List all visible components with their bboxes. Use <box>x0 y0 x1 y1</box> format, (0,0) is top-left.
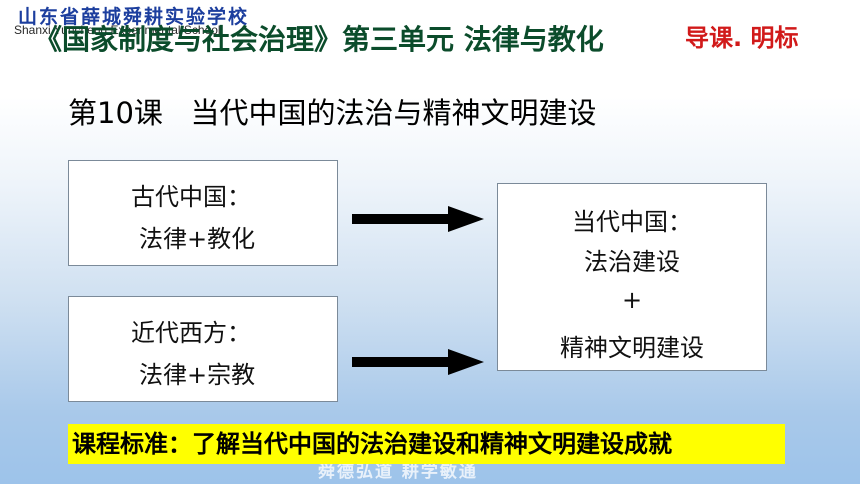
modern-item-civilization: 精神文明建设 <box>560 334 704 362</box>
ancient-heading: 古代中国： <box>131 183 251 211</box>
school-name-en: Shanxi Yuncheng Experimental School <box>14 23 221 37</box>
right-arrow-icon <box>352 349 484 375</box>
modern-item-rule-of-law: 法治建设 <box>584 248 680 276</box>
curriculum-standard: 课程标准：了解当代中国的法治建设和精神文明建设成就 <box>68 424 785 464</box>
modern-heading: 当代中国： <box>572 208 692 236</box>
contemporary-china-box: 当代中国： 法治建设 + 精神文明建设 <box>497 183 767 371</box>
ancient-content: 法律+教化 <box>139 225 256 253</box>
ancient-china-box: 古代中国： 法律+教化 <box>68 160 338 266</box>
school-motto: 舜德弘道 耕学敏通 <box>318 462 478 482</box>
western-content: 法律+宗教 <box>139 361 256 389</box>
lesson-title: 第10课 当代中国的法治与精神文明建设 <box>68 96 597 130</box>
school-name: 山东省薛城舜耕实验学校 <box>18 6 250 28</box>
goal-tag: 导课. 明标 <box>685 24 799 52</box>
western-heading: 近代西方： <box>131 319 251 347</box>
right-arrow-icon <box>352 206 484 232</box>
modern-plus-sign: + <box>621 286 643 314</box>
modern-west-box: 近代西方： 法律+宗教 <box>68 296 338 402</box>
unit-title: 《国家制度与社会治理》第三单元 法律与教化 <box>34 23 604 56</box>
